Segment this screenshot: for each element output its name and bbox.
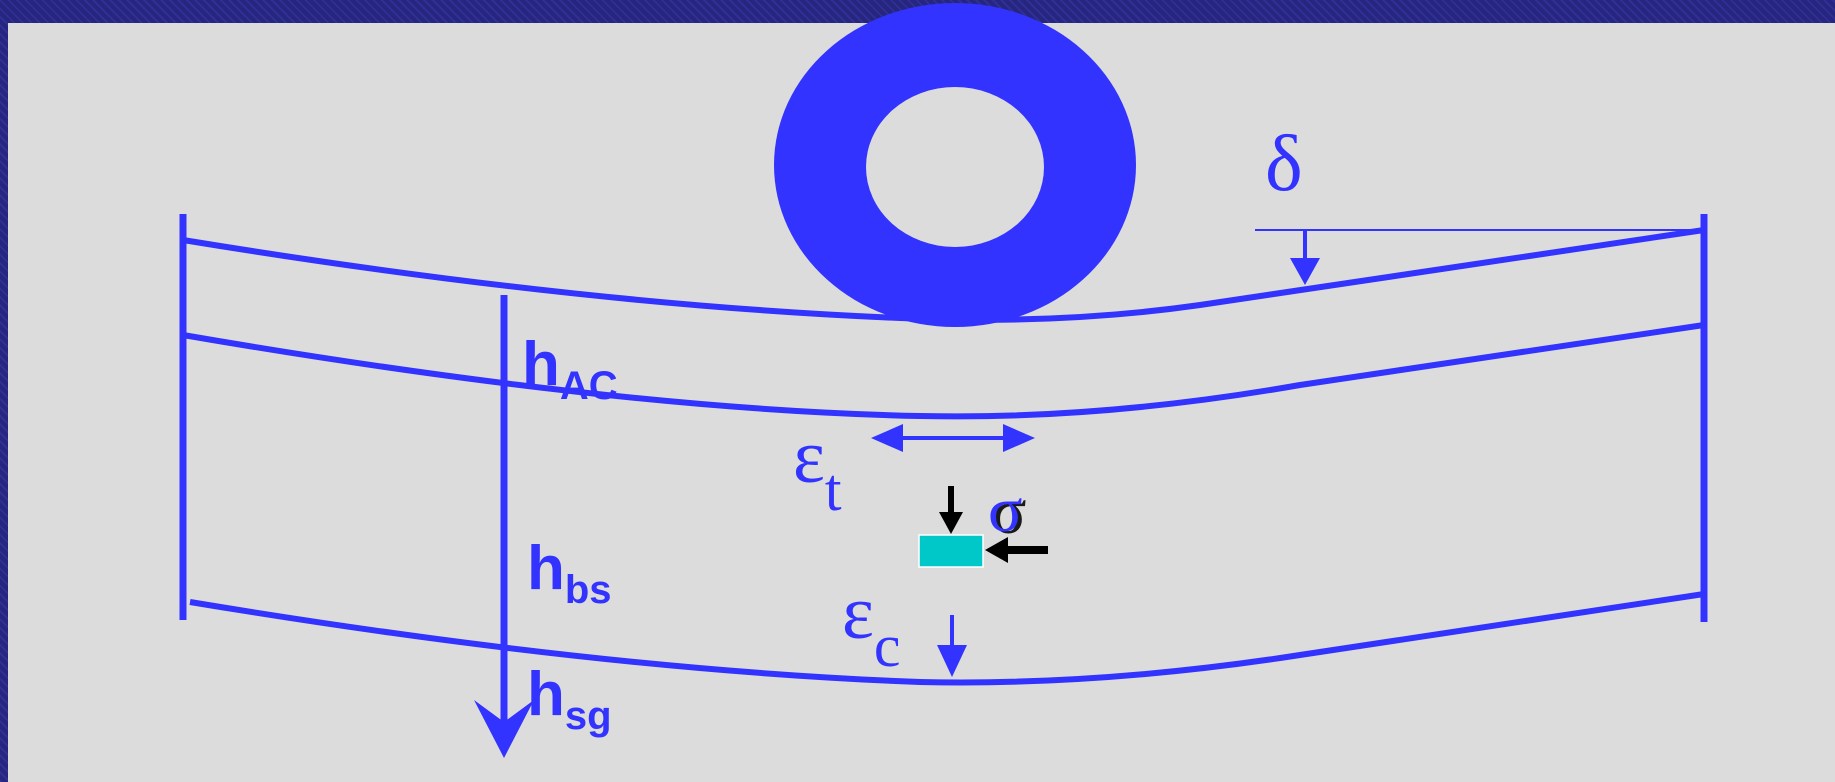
stress-label-shadow: σ [992, 476, 1027, 547]
surface-curve [182, 227, 1705, 323]
stress-label: σ [988, 474, 1023, 545]
tire-hole [866, 87, 1044, 247]
h-bs-label: hbs [527, 534, 612, 612]
h-ac-label: hAC [522, 330, 618, 408]
stress-element [918, 534, 984, 568]
tensile-strain-arrowhead-right [1003, 424, 1035, 452]
deflection-label: δ [1265, 120, 1303, 208]
compressive-strain-arrowhead [937, 645, 967, 677]
ac-base-interface-curve [182, 322, 1705, 420]
tensile-strain-arrowhead-left [871, 424, 903, 452]
depth-axis-arrowhead [474, 700, 534, 758]
horizontal-stress-arrowhead [985, 537, 1008, 563]
base-subgrade-interface-curve [189, 591, 1705, 686]
deflection-arrowhead [1290, 258, 1320, 285]
vertical-stress-arrowhead [939, 512, 963, 534]
tensile-strain-label: εt [793, 415, 842, 523]
compressive-strain-label: εc [842, 571, 901, 679]
h-sg-label: hsg [527, 660, 612, 738]
